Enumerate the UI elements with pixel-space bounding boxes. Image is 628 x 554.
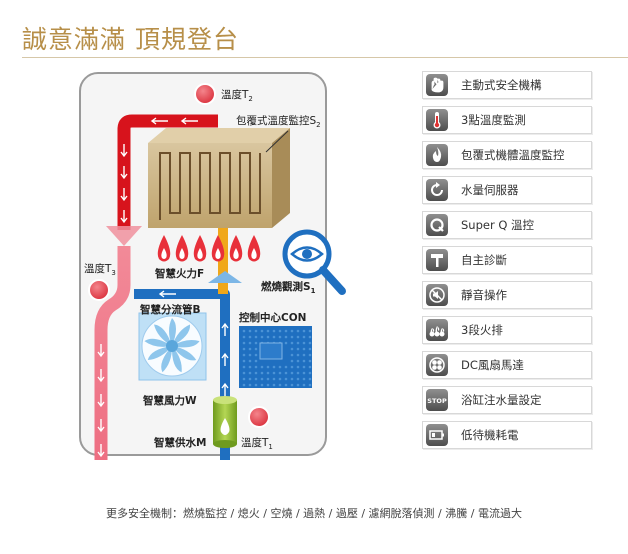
feature-label: 包覆式機體溫度監控 (461, 148, 565, 162)
mute-icon (426, 284, 448, 306)
flow-arrow (221, 382, 229, 396)
feature-item: 包覆式機體溫度監控 (422, 141, 592, 169)
feature-label: 3點溫度監測 (461, 113, 526, 127)
q-icon (426, 214, 448, 236)
three-flames-icon (426, 319, 448, 341)
flow-arrow (158, 290, 176, 298)
flow-arrow (120, 210, 128, 224)
feature-item: 3段火排 (422, 316, 592, 344)
label-temp-t1: 溫度T1 (241, 436, 273, 451)
fan-blade (169, 318, 176, 346)
feature-item: 自主診斷 (422, 246, 592, 274)
flow-arrow (97, 444, 105, 458)
flame (157, 235, 171, 262)
temp-sensor-t3 (88, 279, 110, 301)
flow-arrow (180, 117, 198, 125)
thermometer-icon (426, 109, 448, 131)
hand-shield-icon (426, 74, 448, 96)
fan-blade (171, 346, 182, 373)
feature-item: DC風扇馬達 (422, 351, 592, 379)
feature-label: DC風扇馬達 (461, 358, 524, 372)
label-smart-supply: 智慧供水M (153, 436, 206, 449)
flame-shield-icon (426, 144, 448, 166)
label-temp-t2: 溫度T2 (221, 88, 253, 103)
fan-icon (426, 354, 448, 376)
svg-text:STOP: STOP (427, 397, 447, 405)
feature-label: 主動式安全機構 (461, 78, 542, 92)
flame (175, 235, 189, 262)
temp-sensor-t2 (194, 83, 216, 105)
battery-icon (426, 424, 448, 446)
hot-water-pipe (117, 114, 218, 230)
hot-water-outlet-arrow (106, 226, 142, 246)
flow-arrow (97, 344, 105, 358)
fan-blade (161, 346, 173, 373)
title-divider (22, 57, 628, 58)
fan-blade (147, 345, 172, 360)
gas-feed (218, 226, 228, 294)
label-control-center: 控制中心CON (239, 311, 306, 324)
feature-label: 低待機耗電 (461, 428, 519, 442)
water-supply-valve (213, 396, 237, 448)
flow-arrow (120, 188, 128, 202)
label-smart-wind: 智慧風力W (142, 394, 197, 407)
feature-label: 3段火排 (461, 323, 503, 337)
feature-label: 自主診斷 (461, 253, 507, 267)
flame (229, 235, 243, 262)
flow-arrow (120, 144, 128, 158)
flow-arrow (221, 352, 229, 366)
flow-arrow (221, 322, 229, 336)
burner-flames (157, 235, 261, 262)
control-board (239, 326, 312, 388)
feature-item: Super Q 溫控 (422, 211, 592, 239)
fan-blade (154, 324, 172, 346)
feature-label: 靜音操作 (461, 288, 507, 302)
flame (211, 235, 225, 262)
label-wrap-sensor: 包覆式溫度監控S2 (236, 114, 321, 129)
feature-label: Super Q 溫控 (461, 218, 535, 232)
cold-flow-arrow-head (208, 271, 242, 283)
burn-observe-icon (282, 229, 346, 295)
feature-item: STOP 浴缸注水量設定 (422, 386, 592, 414)
flow-arrow (150, 117, 168, 125)
rotate-icon (426, 179, 448, 201)
flow-arrow (97, 419, 105, 433)
heat-exchanger-top (148, 128, 290, 143)
label-smart-bypass: 智慧分流管B (139, 303, 201, 316)
page-title: 誠意滿滿 頂規登台 (22, 25, 239, 54)
heat-exchanger-side (272, 128, 290, 228)
flow-arrow (97, 369, 105, 383)
feature-item: 低待機耗電 (422, 421, 592, 449)
fan-icon (138, 312, 207, 381)
fan-blade (172, 324, 191, 346)
feature-label: 水量伺服器 (461, 183, 519, 197)
label-smart-fire: 智慧火力F (154, 267, 204, 280)
heat-exchanger-coil (159, 152, 261, 220)
flow-arrow (97, 394, 105, 408)
feature-item: 主動式安全機構 (422, 71, 592, 99)
feature-label: 浴缸注水量設定 (461, 393, 542, 407)
feature-item: 3點溫度監測 (422, 106, 592, 134)
feature-item: 靜音操作 (422, 281, 592, 309)
label-temp-t3: 溫度T3 (84, 262, 116, 277)
flow-arrow (120, 166, 128, 180)
temp-sensor-t1 (248, 406, 270, 428)
stop-icon: STOP (426, 389, 448, 411)
hammer-icon (426, 249, 448, 271)
flame (193, 235, 207, 262)
label-burn-observe: 燃燒觀測S1 (261, 280, 316, 295)
flow-arrows (97, 117, 229, 458)
wrap-sensor-leader (265, 130, 289, 153)
feature-item: 水量伺服器 (422, 176, 592, 204)
warm-outlet-pipe (94, 246, 131, 460)
fan-blade (172, 346, 197, 361)
fan-blade (144, 338, 172, 347)
water-heater-diagram: 溫度T2 包覆式溫度監控S2 溫度T3 智慧火力F 燃燒觀測S1 智慧分流管B … (79, 72, 346, 460)
footer-safety-text: 更多安全機制：燃燒監控 / 熄火 / 空燒 / 過熱 / 過壓 / 濾網脫落偵測… (106, 507, 522, 520)
flame (247, 235, 261, 262)
fan-blade (172, 340, 200, 348)
